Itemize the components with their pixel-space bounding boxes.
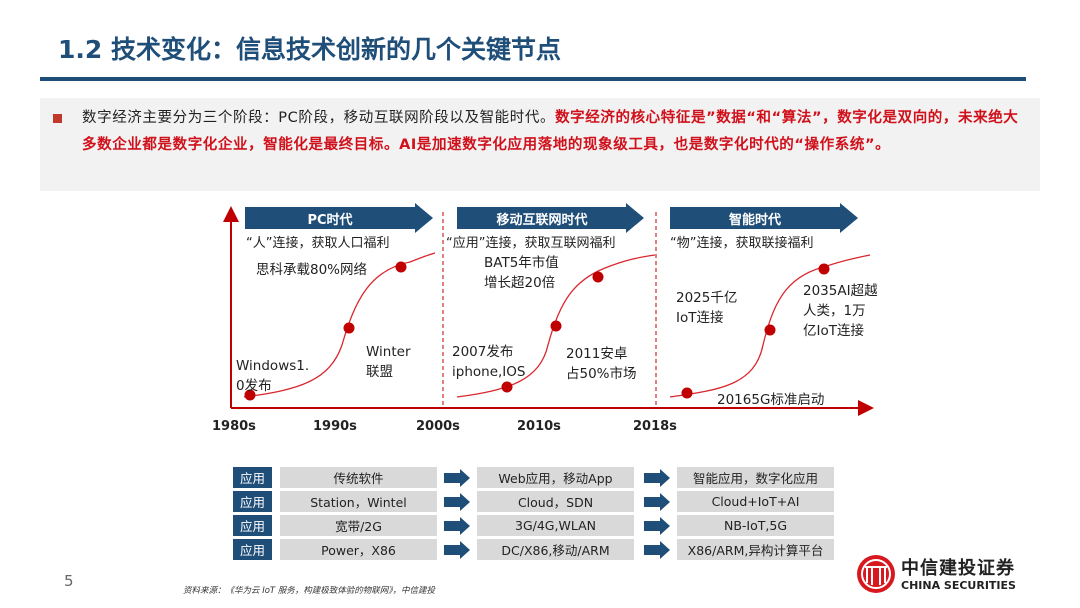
table-arrows — [444, 469, 670, 559]
logo-emblem-icon — [857, 555, 895, 593]
source-note: 资料来源：《华为云 IoT 服务，构建极致体验的物联网》，中信建投 — [183, 586, 436, 596]
arrow-icon — [444, 541, 470, 559]
table-cell: 宽带/2G — [280, 515, 437, 536]
table-cell: Web应用，移动App — [477, 467, 634, 488]
page-number: 5 — [64, 572, 74, 590]
arrow-icon — [444, 469, 470, 487]
annotation: BAT5年市值 增长超20倍 — [484, 255, 559, 291]
arrow-icon — [644, 517, 670, 535]
table-cell: 3G/4G,WLAN — [477, 515, 634, 536]
era-arrow-pc — [245, 203, 433, 233]
milestone-dot — [681, 387, 693, 399]
logo-cn: 中信建投证券 — [901, 558, 1015, 579]
page-title: 1.2 技术变化：信息技术创新的几个关键节点 — [58, 35, 561, 64]
annotation: 20165G标准启动 — [717, 392, 825, 408]
annotation: 2011安卓 占50%市场 — [566, 346, 637, 382]
era-label: 移动互联网时代 — [496, 212, 588, 228]
table-cell: 智能应用，数字化应用 — [677, 467, 834, 488]
table-cell: Station，Wintel — [280, 491, 437, 512]
annotation: 2025千亿 IoT连接 — [676, 290, 738, 326]
era-arrow-mobile — [457, 203, 644, 233]
milestone-dot — [764, 324, 776, 336]
s-curve-pc — [243, 252, 436, 398]
arrow-icon — [644, 493, 670, 511]
milestone-dot — [592, 271, 604, 283]
row-label: 应用 — [233, 539, 272, 560]
era-arrows — [245, 203, 858, 233]
annotation: 2035AI超越 人类，1万 亿IoT连接 — [803, 283, 878, 339]
company-logo: 中信建投证券 CHINA SECURITIES — [855, 553, 1035, 597]
era-arrow-smart — [670, 203, 858, 233]
title-divider — [40, 77, 1026, 81]
era-subtitle: “物”连接，获取联接福利 — [670, 236, 814, 251]
table-cell: Cloud+IoT+AI — [677, 491, 834, 512]
summary-highlight: 数字经济的核心特征是”数据“和“算法”，数字化是双向的，未来绝大多数企业都是数字… — [82, 110, 1019, 153]
annotation: 2007发布 iphone,IOS — [452, 344, 526, 380]
arrow-icon — [444, 493, 470, 511]
row-label: 应用 — [233, 491, 272, 512]
s-curve-mobile — [456, 254, 656, 398]
table-cell: 传统软件 — [280, 467, 437, 488]
milestone-dots — [244, 261, 830, 401]
arrow-icon — [444, 517, 470, 535]
summary-box: 数字经济主要分为三个阶段：PC阶段，移动互联网阶段以及智能时代。数字经济的核心特… — [40, 98, 1040, 191]
summary-text: 数字经济主要分为三个阶段：PC阶段，移动互联网阶段以及智能时代。数字经济的核心特… — [82, 105, 1032, 159]
arrow-icon — [644, 541, 670, 559]
era-label: 智能时代 — [728, 212, 781, 228]
summary-plain: 数字经济主要分为三个阶段：PC阶段，移动互联网阶段以及智能时代。 — [82, 110, 556, 126]
row-label: 应用 — [233, 515, 272, 536]
arrow-icon — [644, 469, 670, 487]
bullet-icon — [53, 114, 62, 123]
milestone-dot — [244, 389, 256, 401]
era-subtitle: “应用”连接，获取互联网福利 — [446, 236, 616, 251]
milestone-dot — [818, 263, 830, 275]
s-curve-smart — [669, 254, 871, 398]
x-tick: 1980s — [212, 419, 256, 434]
x-tick: 2000s — [416, 419, 460, 434]
annotation: Windows1. 0发布 — [236, 358, 310, 394]
table-cell: NB-IoT,5G — [677, 515, 834, 536]
milestone-dot — [501, 381, 513, 393]
era-subtitle: “人”连接，获取人口福利 — [246, 236, 390, 251]
logo-en: CHINA SECURITIES — [901, 579, 1016, 592]
row-label: 应用 — [233, 467, 272, 488]
milestone-dot — [343, 322, 355, 334]
milestone-dot — [395, 261, 407, 273]
annotation: Winter 联盟 — [366, 344, 411, 380]
x-tick: 2018s — [633, 419, 677, 434]
table-cell: Power，X86 — [280, 539, 437, 560]
table-cell: Cloud，SDN — [477, 491, 634, 512]
annotation: 思科承载80%网络 — [256, 262, 368, 278]
table-cell: DC/X86,移动/ARM — [477, 539, 634, 560]
era-label: PC时代 — [307, 212, 353, 228]
x-tick: 1990s — [313, 419, 357, 434]
x-tick: 2010s — [517, 419, 561, 434]
milestone-dot — [550, 320, 562, 332]
table-cell: X86/ARM,异构计算平台 — [677, 539, 834, 560]
